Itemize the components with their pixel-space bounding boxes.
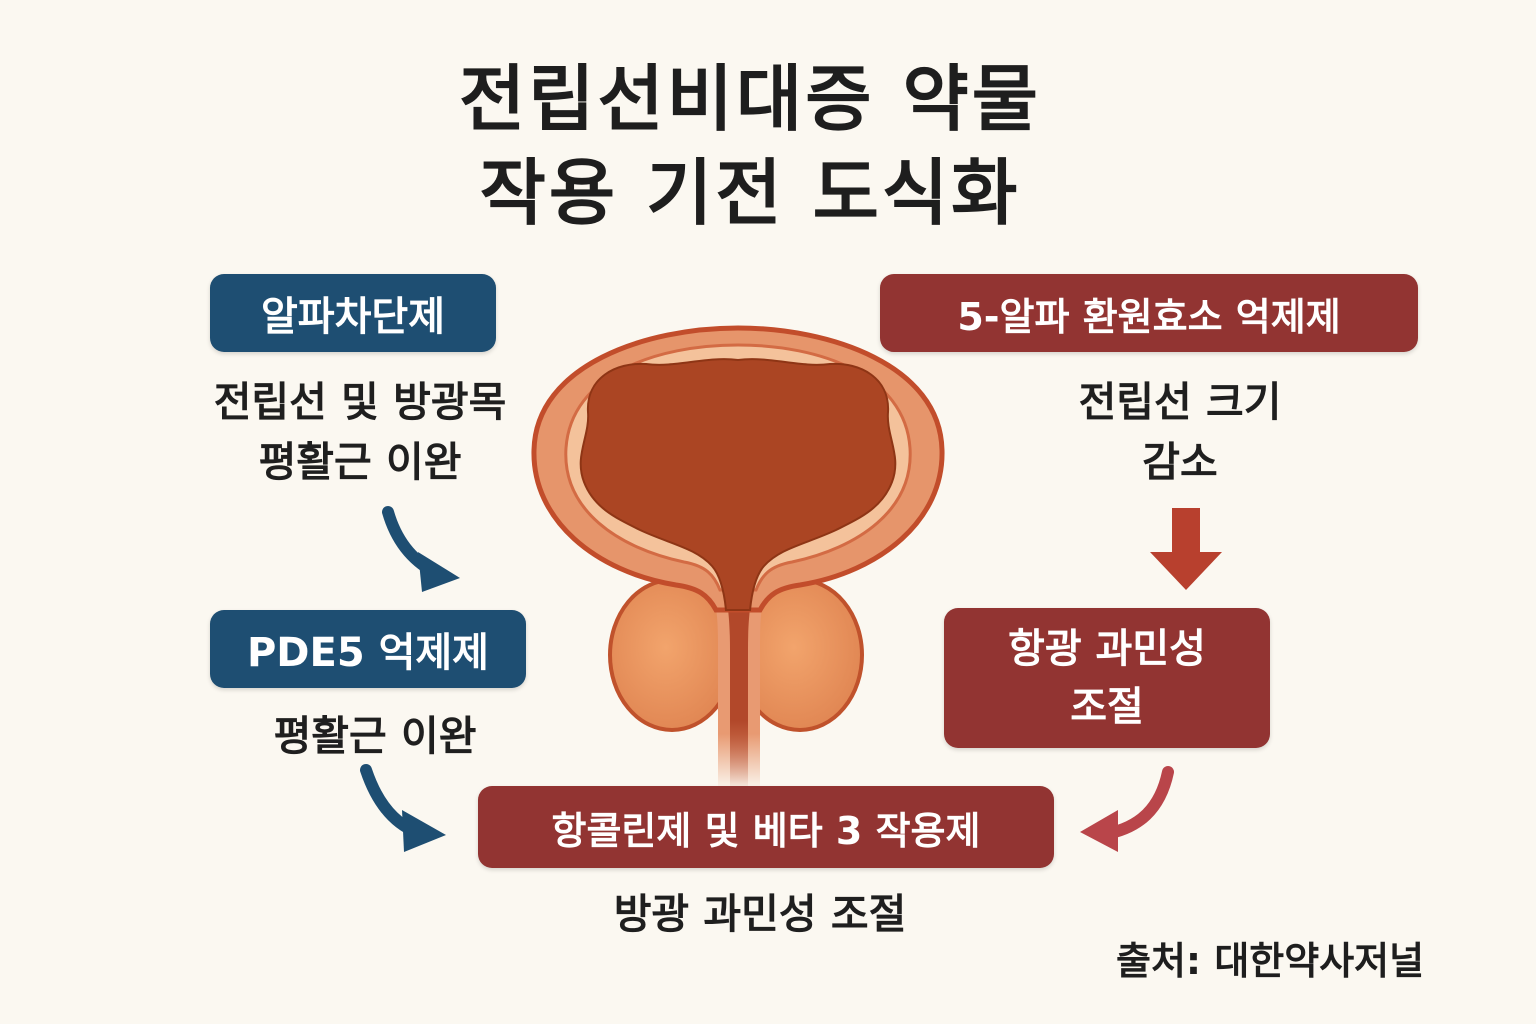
arrow-down-icon <box>1150 508 1222 590</box>
arrow-pde5-to-anticholinergic-icon <box>360 764 446 852</box>
prostate-gland-icon <box>608 578 864 732</box>
alpha-blocker-label-text: 알파차단제 <box>261 294 445 340</box>
bladder-icon <box>531 325 945 613</box>
page-title: 전립선비대증 약물 작용 기전 도식화 <box>0 52 1500 240</box>
pde5-inhibitor-label: PDE5 억제제 <box>210 610 526 688</box>
alpha-blocker-label: 알파차단제 <box>210 274 496 352</box>
pde5-desc-text: 평활근 이완 <box>273 712 477 760</box>
pde5-inhibitor-label-text: PDE5 억제제 <box>246 630 489 676</box>
title-line-2: 작용 기전 도식화 <box>479 151 1021 235</box>
arrow-alpha-to-pde5-icon <box>382 506 460 592</box>
overactivity-label-line-2: 조절 <box>1070 684 1144 730</box>
title-line-1: 전립선비대증 약물 <box>459 57 1041 141</box>
anticholinergic-beta3-label: 항콜린제 및 베타 3 작용제 <box>478 786 1054 868</box>
anticholinergic-beta3-label-text: 항콜린제 및 베타 3 작용제 <box>551 808 981 853</box>
five-alpha-desc-line-1: 전립선 크기 <box>1078 378 1282 426</box>
five-alpha-reductase-label: 5-알파 환원효소 억제제 <box>880 274 1418 352</box>
urethra-icon <box>700 560 778 790</box>
overactivity-control-label: 항광 과민성 조절 <box>944 608 1270 748</box>
five-alpha-desc-line-2: 감소 <box>1142 438 1218 486</box>
pde5-description: 평활근 이완 <box>210 706 540 766</box>
five-alpha-reductase-label-text: 5-알파 환원효소 억제제 <box>957 294 1341 339</box>
alpha-blocker-desc-line-1: 전립선 및 방광목 <box>213 378 507 426</box>
anticholinergic-description: 방광 과민성 조절 <box>560 884 960 944</box>
arrow-overactivity-to-anticholinergic-icon <box>1080 766 1174 852</box>
anticholinergic-desc-text: 방광 과민성 조절 <box>613 890 907 938</box>
alpha-blocker-desc-line-2: 평활근 이완 <box>258 438 462 486</box>
alpha-blocker-description: 전립선 및 방광목 평활근 이완 <box>150 372 570 492</box>
source-credit: 출처: 대한약사저널 <box>1116 939 1425 983</box>
five-alpha-description: 전립선 크기 감소 <box>1010 372 1350 492</box>
overactivity-label-line-1: 항광 과민성 <box>1008 626 1206 672</box>
